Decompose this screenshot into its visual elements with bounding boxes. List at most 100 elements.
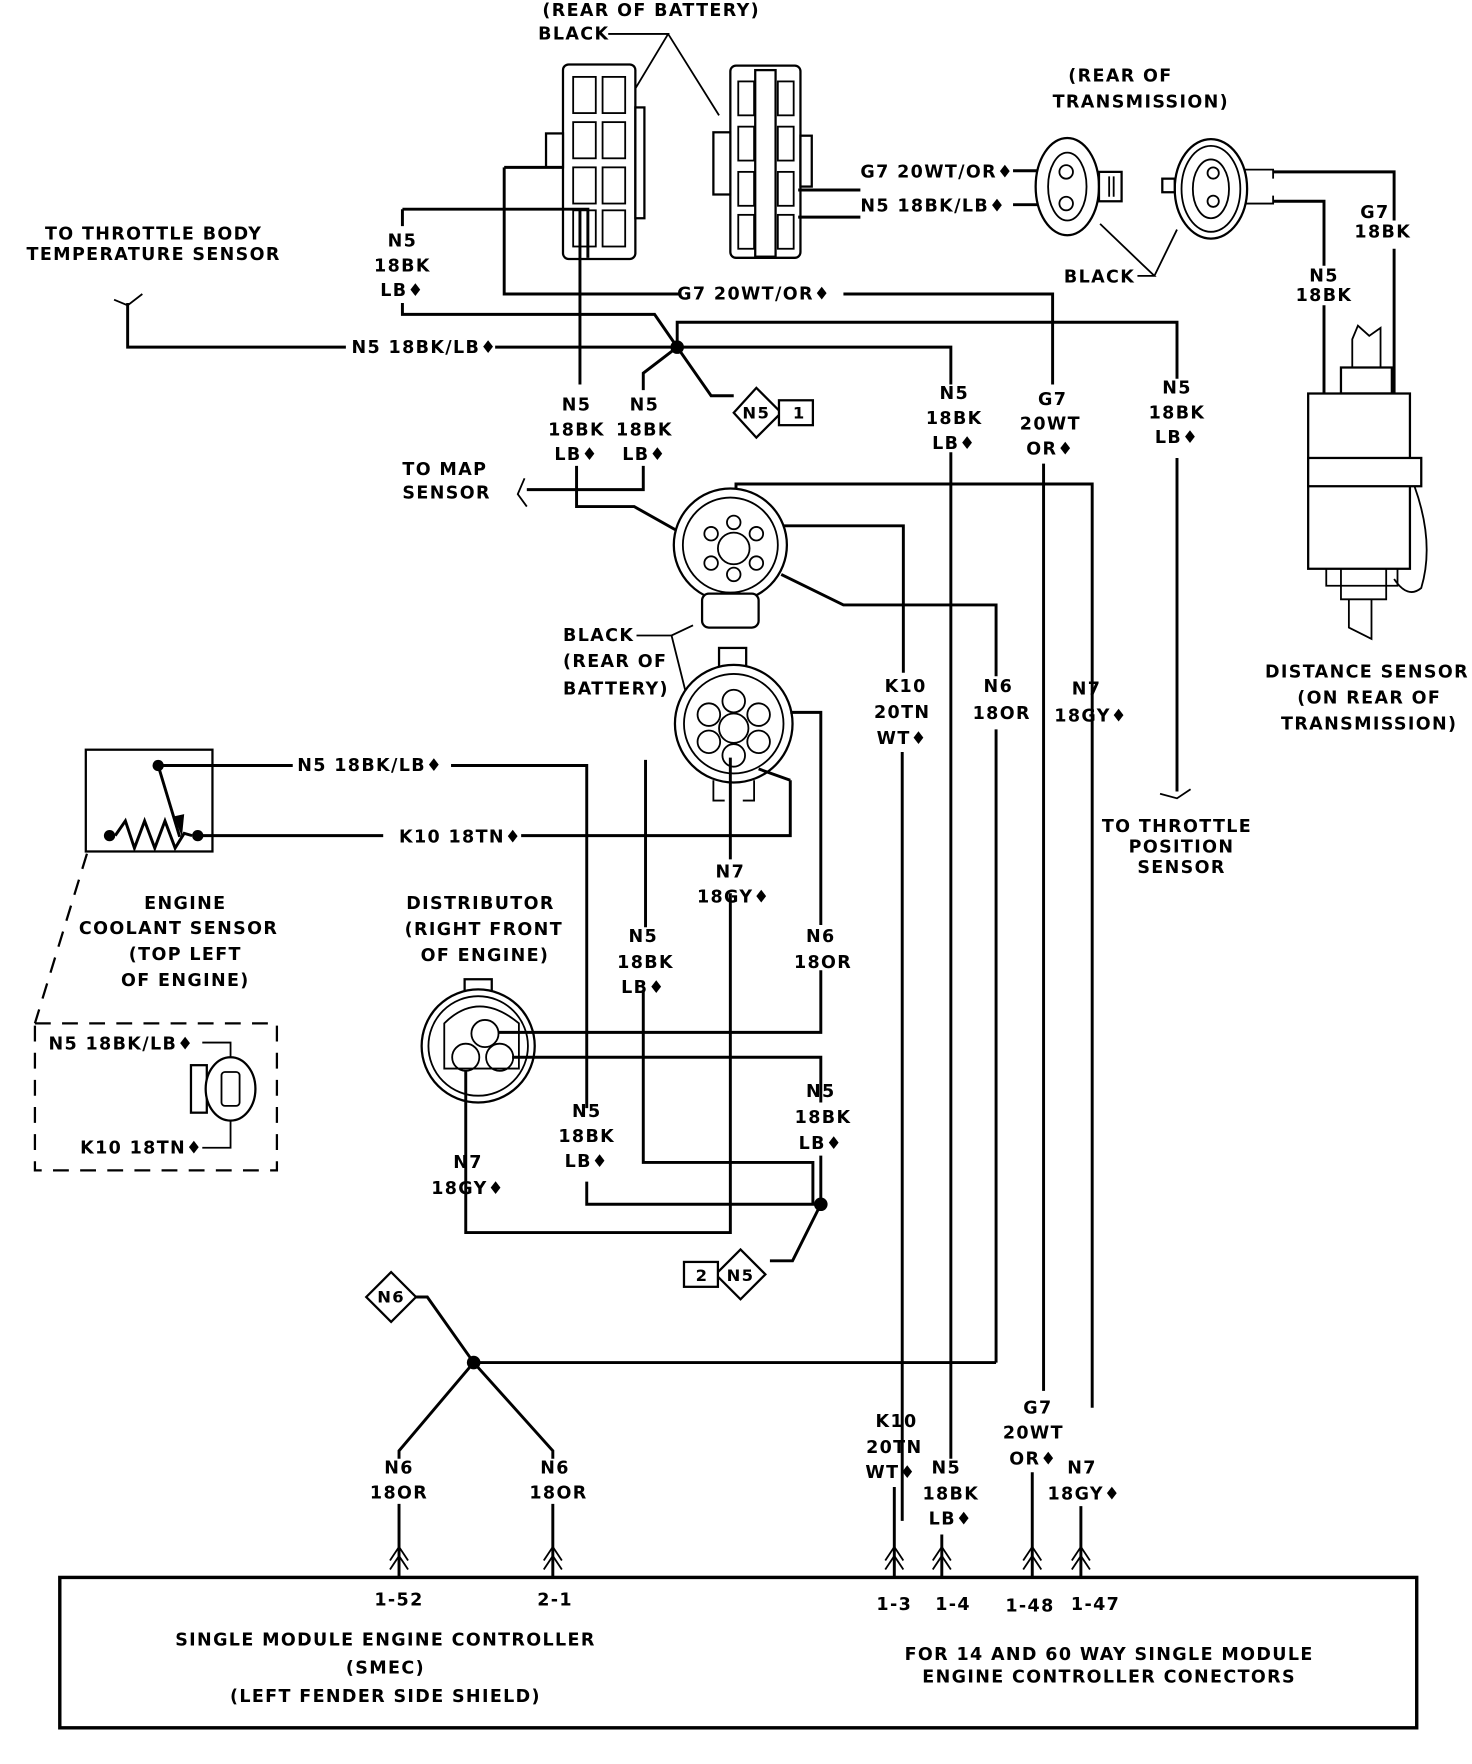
wire-label-g7-center-1: G7 xyxy=(1038,390,1067,410)
wire-label-g7-smec-3: OR♦ xyxy=(1009,1449,1057,1469)
wire-label-n6-dist-2: 18OR xyxy=(794,953,852,973)
wire-label-n5-coolant: N5 18BK/LB♦ xyxy=(297,756,443,776)
distance-sensor-leads xyxy=(1322,248,1396,394)
detail-wire-top: N5 18BK/LB♦ xyxy=(48,1034,194,1054)
wire-label-n5-center-3: LB♦ xyxy=(932,434,976,454)
splice-n5-2-wires xyxy=(585,1155,823,1206)
wire-label-g7-center-2: 20WT xyxy=(1020,415,1081,435)
transmission-black-arrows xyxy=(1099,223,1178,277)
wire-label-n5-tbts: N5 18BK/LB♦ xyxy=(352,338,498,358)
coolant-label-4: OF ENGINE) xyxy=(121,971,250,991)
coolant-label-1: ENGINE xyxy=(144,894,226,914)
detail-leader xyxy=(33,853,89,1024)
wire-label-k10-mid-1: K10 xyxy=(885,677,927,697)
map-sensor-label-1: TO MAP xyxy=(402,460,487,480)
n5-coolant-wire xyxy=(158,764,589,1109)
distributor-insert xyxy=(443,1005,520,1070)
wire-label-k10-coolant: K10 18TN♦ xyxy=(399,827,522,847)
wire-label-n7-conn-2: 18GY♦ xyxy=(697,887,771,907)
pin-1-4: 1-4 xyxy=(935,1595,971,1615)
coolant-terminal-left xyxy=(103,829,116,842)
splice-n5-2-box xyxy=(682,1260,720,1288)
wire-label-n5-smec-3: LB♦ xyxy=(929,1509,973,1529)
connector-chevron-icons xyxy=(389,1545,1091,1571)
wire-label-n5-left-1: N5 xyxy=(388,232,418,252)
distributor-label-1: DISTRIBUTOR xyxy=(406,894,554,914)
n5-left-drop xyxy=(400,209,679,348)
transmission-caption-2: TRANSMISSION) xyxy=(1053,92,1229,112)
tbts-break-icon xyxy=(113,293,143,307)
k10-coolant-wire xyxy=(197,767,792,838)
splice-n6-branches xyxy=(397,1361,997,1459)
pin-1-47: 1-47 xyxy=(1071,1595,1120,1615)
sensor-band xyxy=(1307,456,1423,488)
mid-battery-connector-pair: BLACK (REAR OF BATTERY) xyxy=(563,482,1094,1408)
wire-label-n7-dist-2: 18GY♦ xyxy=(431,1179,505,1199)
battery-connector-color: BLACK xyxy=(538,25,609,45)
wire-label-k10-smec-3: WT♦ xyxy=(865,1463,916,1483)
map-break-icon xyxy=(516,477,528,508)
wire-label-g7-center-3: OR♦ xyxy=(1026,440,1074,460)
wire-label-n5-ds-1: N5 xyxy=(1309,267,1339,287)
wire-label-g7-ds-2: 18BK xyxy=(1354,222,1411,242)
wire-label-n6-smec-b-2: 18OR xyxy=(529,1483,587,1503)
wire-label-n5-top: N5 18BK/LB♦ xyxy=(860,196,1006,216)
battery-connector-caption: (REAR OF BATTERY) xyxy=(542,1,760,21)
pin-1-3: 1-3 xyxy=(876,1595,912,1615)
wire-label-n5-ds-2: 18BK xyxy=(1296,286,1353,306)
conn-drop-wires xyxy=(644,710,823,928)
splice-n5-1-code: N5 xyxy=(742,403,770,422)
tbts-wire xyxy=(126,303,346,349)
wire-label-n6-smec-a-2: 18OR xyxy=(370,1483,428,1503)
smec-module: 1-52 2-1 1-3 1-4 1-48 1-47 SINGLE MODULE… xyxy=(58,1575,1419,1730)
distance-sensor: G7 18BK N5 18BK DISTANCE SENSOR (ON REAR… xyxy=(1265,203,1468,734)
wire-label-k10-mid-3: WT♦ xyxy=(877,729,928,749)
detail-connector-tab xyxy=(189,1064,208,1114)
upper-wiring: G7 20WT/OR♦ N5 18BK LB♦ TO THROTTLE BODY… xyxy=(27,165,1251,878)
distributor-label-2: (RIGHT FRONT xyxy=(405,920,563,940)
splice-n5-2-num: 2 xyxy=(696,1266,709,1285)
splice-n5-1-num: 1 xyxy=(793,403,806,422)
battery-connector-wires xyxy=(798,188,861,219)
map-connector-lower xyxy=(673,646,794,802)
coolant-terminal-top xyxy=(152,759,164,772)
battery-connector-pair: (REAR OF BATTERY) BLACK xyxy=(538,1,1047,261)
tps-break-icon xyxy=(1159,788,1192,800)
thermistor-icon xyxy=(113,816,193,853)
pin-1-52: 1-52 xyxy=(374,1591,423,1611)
splice-n6-lead xyxy=(415,1295,475,1364)
wire-label-n5-dist-a-1: N5 xyxy=(628,927,658,947)
wire-label-n5-dist-b-1: N5 xyxy=(806,1082,836,1102)
wire-label-n5-dist-b-3: LB♦ xyxy=(799,1134,843,1154)
wire-label-n6-mid-2: 18OR xyxy=(973,704,1031,724)
tps-label-2: POSITION xyxy=(1129,838,1235,858)
pin-2-1: 2-1 xyxy=(537,1591,573,1611)
wire-label-k10-mid-2: 20TN xyxy=(874,703,930,723)
wire-label-n5-left-2: 18BK xyxy=(374,256,431,276)
transmission-caption-1: (REAR OF xyxy=(1068,66,1172,86)
wire-label-n5-dist-b-2: 18BK xyxy=(795,1108,852,1128)
smec-note-2: ENGINE CONTROLLER CONECTORS xyxy=(922,1668,1296,1688)
wire-label-n7-conn-1: N7 xyxy=(716,862,746,882)
wire-label-n6-dist-1: N6 xyxy=(806,927,836,947)
coolant-detail-box xyxy=(33,1022,279,1172)
wire-label-n5-map-b-1: N5 xyxy=(630,395,660,415)
black-leader-arrows xyxy=(608,33,720,116)
tps-label-3: SENSOR xyxy=(1137,858,1225,878)
wire-label-n5-center-1: N5 xyxy=(939,384,969,404)
distributor-label-3: OF ENGINE) xyxy=(421,946,550,966)
n5-map-wires xyxy=(526,465,690,539)
wire-label-g7-mid: G7 20WT/OR♦ xyxy=(677,285,831,305)
map-sensor-label-2: SENSOR xyxy=(402,484,490,504)
splice-n5-2-code: N5 xyxy=(727,1266,755,1285)
sensor-shaft-top xyxy=(1351,324,1382,375)
coolant-label-2: COOLANT SENSOR xyxy=(79,919,278,939)
splice-n6-code: N6 xyxy=(377,1288,405,1307)
tbts-label-1: TO THROTTLE BODY xyxy=(45,225,262,245)
smec-pin-wires: K10 20TN WT♦ N5 18BK LB♦ G7 20WT OR♦ N7 … xyxy=(389,1398,1120,1578)
mid-black-arrows xyxy=(636,624,694,690)
n5-conn-wires xyxy=(402,207,590,385)
mid-black-label-2: (REAR OF xyxy=(563,652,667,672)
wire-label-n5-tps-3: LB♦ xyxy=(1155,428,1199,448)
splice-n5-2-diamond xyxy=(714,1247,767,1301)
